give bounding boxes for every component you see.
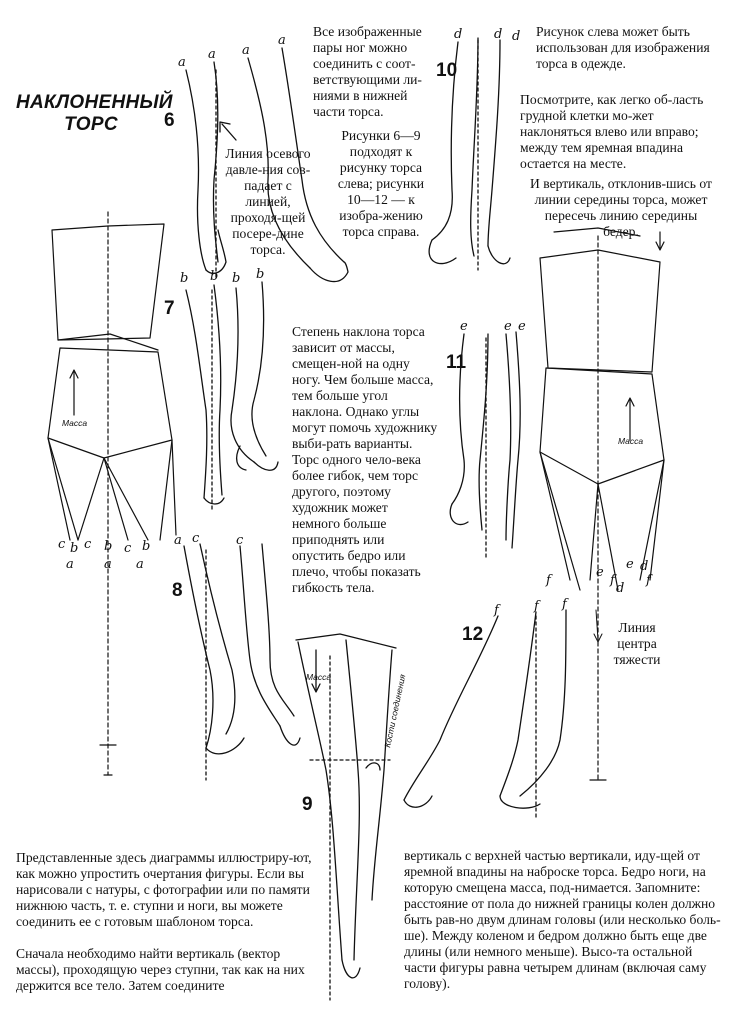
svg-text:b: b [70,541,78,556]
svg-text:b: b [256,267,264,282]
svg-text:b: b [104,539,112,554]
svg-text:c: c [124,541,132,556]
left-torso-waist [57,333,159,351]
svg-text:c: c [236,533,244,548]
svg-text:f: f [493,603,501,618]
left-torso-pelvis [47,347,173,459]
figure-number-9: 9 [302,794,313,815]
svg-text:a: a [178,55,186,70]
left-torso-chest [51,223,165,341]
svg-text:f: f [533,599,541,614]
svg-text:a: a [174,533,182,548]
svg-text:f: f [545,573,553,588]
right-massa-label: Масса [618,436,643,446]
svg-text:a: a [66,557,74,572]
svg-text:d: d [512,29,520,44]
figure-number-7: 7 [164,298,175,319]
svg-text:d: d [640,559,648,574]
svg-text:f: f [645,573,653,588]
svg-text:c: c [84,537,92,552]
right-torso-pelvis [539,367,665,485]
text-middle: Степень наклона торса зависит от массы, … [292,324,438,595]
legs-figure-6: a a a a [178,33,349,283]
svg-text:e: e [596,565,604,580]
svg-text:a: a [242,43,250,58]
figure-number-8: 8 [172,580,183,601]
svg-text:a: a [278,33,286,48]
svg-text:e: e [504,319,512,334]
svg-text:d: d [494,27,502,42]
svg-text:b: b [210,269,218,284]
svg-text:a: a [104,557,112,572]
figure-number-10: 10 [436,60,458,81]
svg-text:a: a [136,557,144,572]
left-massa-label: Масса [62,418,87,428]
figure-number-11: 11 [446,352,467,373]
text-bottom-left-2: Сначала необходимо найти вертикаль (вект… [16,946,305,993]
figure-number-12: 12 [462,624,484,645]
svg-text:d: d [616,581,624,596]
svg-text:f: f [609,573,617,588]
svg-text:e: e [460,319,468,334]
text-axis-label: Линия осевого давле-ния сов-падает с лин… [225,146,311,257]
svg-text:c: c [58,537,66,552]
text-top-right-2: Посмотрите, как легко об-ласть грудной к… [520,92,704,171]
svg-text:d: d [454,27,462,42]
svg-text:b: b [142,539,150,554]
svg-text:e: e [518,319,526,334]
right-torso-chest [539,249,661,373]
svg-text:c: c [192,531,200,546]
text-figures-6-9: Рисунки 6—9 подходят к рисунку торса сле… [337,128,425,239]
kosti-label: Кости соединения [382,673,407,748]
figure-number-6: 6 [164,110,175,131]
massa-label-figure-9: Масса [306,672,331,682]
text-bottom-left-1: Представленные здесь диаграммы иллюстрир… [16,850,312,929]
text-bottom-right: вертикаль с верхней частью вертикали, ид… [404,848,721,991]
svg-text:b: b [180,271,188,286]
text-top-center: Все изображенные пары ног можно соединит… [313,24,422,119]
text-top-right-3: И вертикаль, отклонив-шись от линии сере… [530,176,712,239]
svg-text:e: e [626,557,634,572]
svg-text:b: b [232,271,240,286]
svg-text:f: f [561,597,569,612]
page-title: НАКЛОНЕННЫЙ ТОРС [16,92,173,135]
text-top-right-1: Рисунок слева может быть использован для… [536,24,710,71]
svg-text:a: a [208,47,216,62]
text-gravity-label: Линия центра тяжести [613,620,661,667]
